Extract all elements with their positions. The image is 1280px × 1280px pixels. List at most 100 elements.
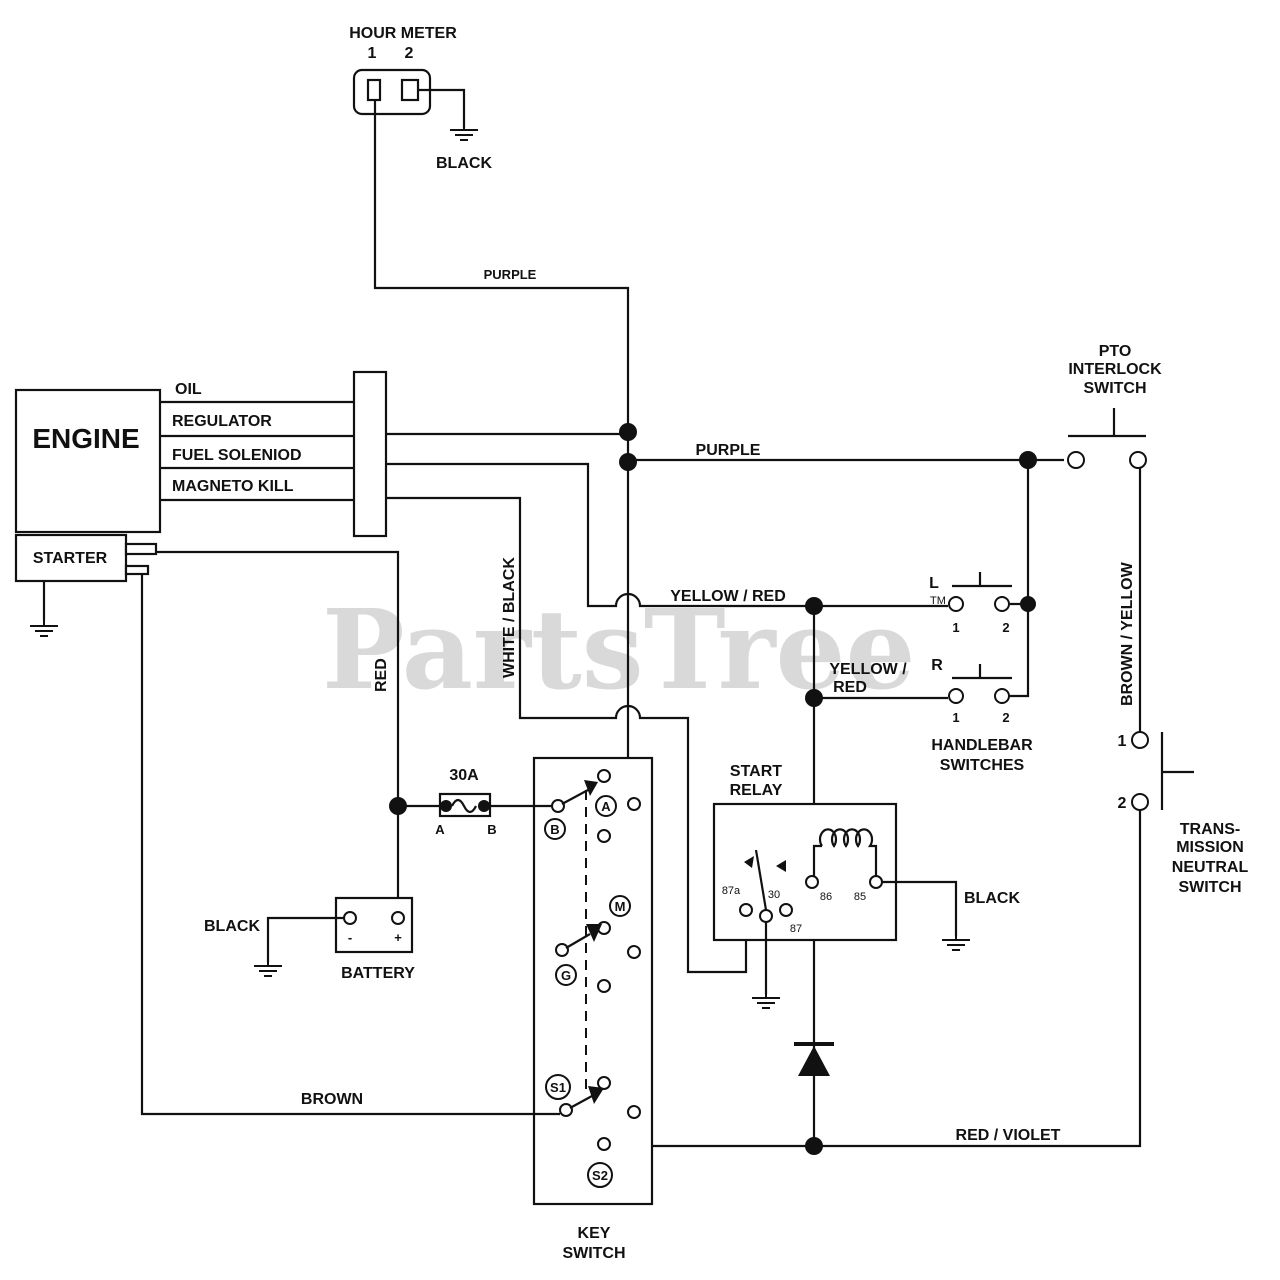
- relay-pin-87: 87: [790, 923, 802, 935]
- pto-title-3: SWITCH: [1083, 380, 1146, 397]
- hour-meter-ground-label: BLACK: [436, 155, 492, 172]
- red-violet-label: RED / VIOLET: [956, 1127, 1061, 1144]
- purple-wire-hour-meter: [373, 100, 630, 432]
- starter-terminal-bottom: [124, 564, 150, 576]
- fuel-solenoid-wire: [386, 462, 814, 608]
- red-wire: [156, 550, 400, 918]
- relay-box: [712, 802, 898, 942]
- relay-terminal-87: [779, 903, 793, 917]
- key-terminal-g-label: G: [561, 968, 571, 983]
- trans-title-3: NEUTRAL: [1172, 859, 1249, 876]
- key-terminal-s2-label: S2: [592, 1168, 608, 1183]
- red-violet-wire-right: [814, 810, 1142, 1148]
- fuse-rating: 30A: [449, 767, 479, 784]
- key-terminal-s1: [545, 1074, 571, 1100]
- handlebar-left-label: L: [929, 575, 939, 592]
- handlebar-l-pin-1: 1: [952, 620, 959, 635]
- handlebar-switches: L 1 2 R 1 2 HANDLEBAR SWITCHES: [929, 572, 1036, 774]
- key-switch: B A M G S1 S2 KEY SWITCH: [532, 756, 654, 1262]
- relay-coil: [812, 828, 878, 876]
- purple-mid-label: PURPLE: [696, 442, 761, 459]
- key-terminal-a-label: A: [601, 799, 611, 814]
- key-terminal-m-label: M: [615, 899, 626, 914]
- yellow-red-label-1: YELLOW / RED: [670, 588, 786, 605]
- trans-title-4: SWITCH: [1178, 879, 1241, 896]
- trans-title-2: MISSION: [1176, 839, 1244, 856]
- handlebar-r-terminal-2: [994, 688, 1010, 704]
- key-terminal-s2: [587, 1162, 613, 1188]
- handlebar-r-pin-1: 1: [952, 710, 959, 725]
- brown-yellow-label: BROWN / YELLOW: [1119, 561, 1136, 706]
- battery-ground-icon: [253, 959, 283, 977]
- battery-negative-terminal: [343, 911, 357, 925]
- handlebar-right-label: R: [931, 657, 943, 674]
- purple-top-label: PURPLE: [484, 267, 537, 282]
- battery-pos-label: +: [394, 930, 402, 945]
- key-switch-title-1: KEY: [578, 1225, 611, 1242]
- starter-label: STARTER: [33, 550, 108, 567]
- battery: - + BATTERY BLACK: [204, 896, 415, 982]
- lead-oil-label: OIL: [175, 381, 202, 398]
- relay-terminal-30: [759, 909, 773, 923]
- handlebar-r-terminal-1: [948, 688, 964, 704]
- relay-pin-87a: 87a: [722, 885, 741, 897]
- yellow-red-label-2b: RED: [833, 679, 867, 696]
- key-terminal-m: [609, 895, 631, 917]
- engine-box: [14, 388, 162, 534]
- trans-pin-1: 1: [1118, 733, 1127, 750]
- fuse: 30A A B: [435, 767, 496, 837]
- relay-ground-wire: [882, 880, 958, 936]
- handlebar-r-pin-2: 2: [1002, 710, 1009, 725]
- battery-positive-terminal: [391, 911, 405, 925]
- relay-30-ground-icon: [751, 991, 781, 1009]
- handlebar-title-2: SWITCHES: [940, 757, 1025, 774]
- relay-terminal-87a: [739, 903, 753, 917]
- relay-ground-label: BLACK: [964, 890, 1020, 907]
- hour-meter-terminal-2: [400, 78, 420, 102]
- relay-title-2: RELAY: [730, 782, 783, 799]
- battery-box: [334, 896, 414, 954]
- trans-terminal-2: [1131, 793, 1149, 811]
- trans-title-1: TRANS-: [1180, 821, 1240, 838]
- red-label: RED: [373, 658, 390, 692]
- lead-magneto-kill-label: MAGNETO KILL: [172, 478, 294, 495]
- lead-regulator-label: REGULATOR: [172, 413, 272, 430]
- fuse-pin-a: A: [435, 822, 445, 837]
- battery-ground-label: BLACK: [204, 918, 260, 935]
- white-black-label: WHITE / BLACK: [501, 557, 518, 678]
- hour-meter-pin-2: 2: [405, 45, 414, 62]
- diode: [794, 1042, 834, 1076]
- junction-purple: [619, 453, 637, 471]
- key-terminal-s1-label: S1: [550, 1080, 566, 1095]
- engine-connector: [352, 370, 388, 538]
- engine-leads: OIL REGULATOR FUEL SOLENIOD MAGNETO KILL: [160, 370, 814, 974]
- relay-pin-86: 86: [820, 891, 832, 903]
- brown-wire: [140, 574, 560, 1116]
- battery-neg-label: -: [348, 930, 352, 945]
- watermark-tm: TM: [930, 595, 946, 607]
- pto-title-1: PTO: [1099, 343, 1132, 360]
- starter-ground-icon: [29, 619, 59, 637]
- relay-pin-30: 30: [768, 889, 780, 901]
- starter-terminal-top: [124, 542, 158, 556]
- battery-title: BATTERY: [341, 965, 415, 982]
- hour-meter-ground-wire: [418, 88, 466, 128]
- key-switch-title-2: SWITCH: [562, 1245, 625, 1262]
- hour-meter-title: HOUR METER: [349, 25, 457, 42]
- start-relay: START RELAY 87a 30 87 86 85 BLACK: [712, 763, 1020, 1009]
- handlebar-l-terminal-2: [994, 596, 1010, 612]
- junction-regulator: [619, 423, 637, 441]
- pto-title-2: INTERLOCK: [1068, 361, 1162, 378]
- handlebar-l-pin-2: 2: [1002, 620, 1009, 635]
- pto-terminal-1: [1067, 451, 1085, 469]
- hour-meter-terminal-1: [366, 78, 382, 102]
- handlebar-title-1: HANDLEBAR: [931, 737, 1033, 754]
- brown-label: BROWN: [301, 1091, 363, 1108]
- relay-ground-icon: [941, 933, 971, 951]
- key-terminal-b-label: B: [550, 822, 559, 837]
- magneto-kill-wire: [386, 496, 748, 974]
- engine-title: ENGINE: [32, 423, 139, 454]
- handlebar-l-terminal-1: [948, 596, 964, 612]
